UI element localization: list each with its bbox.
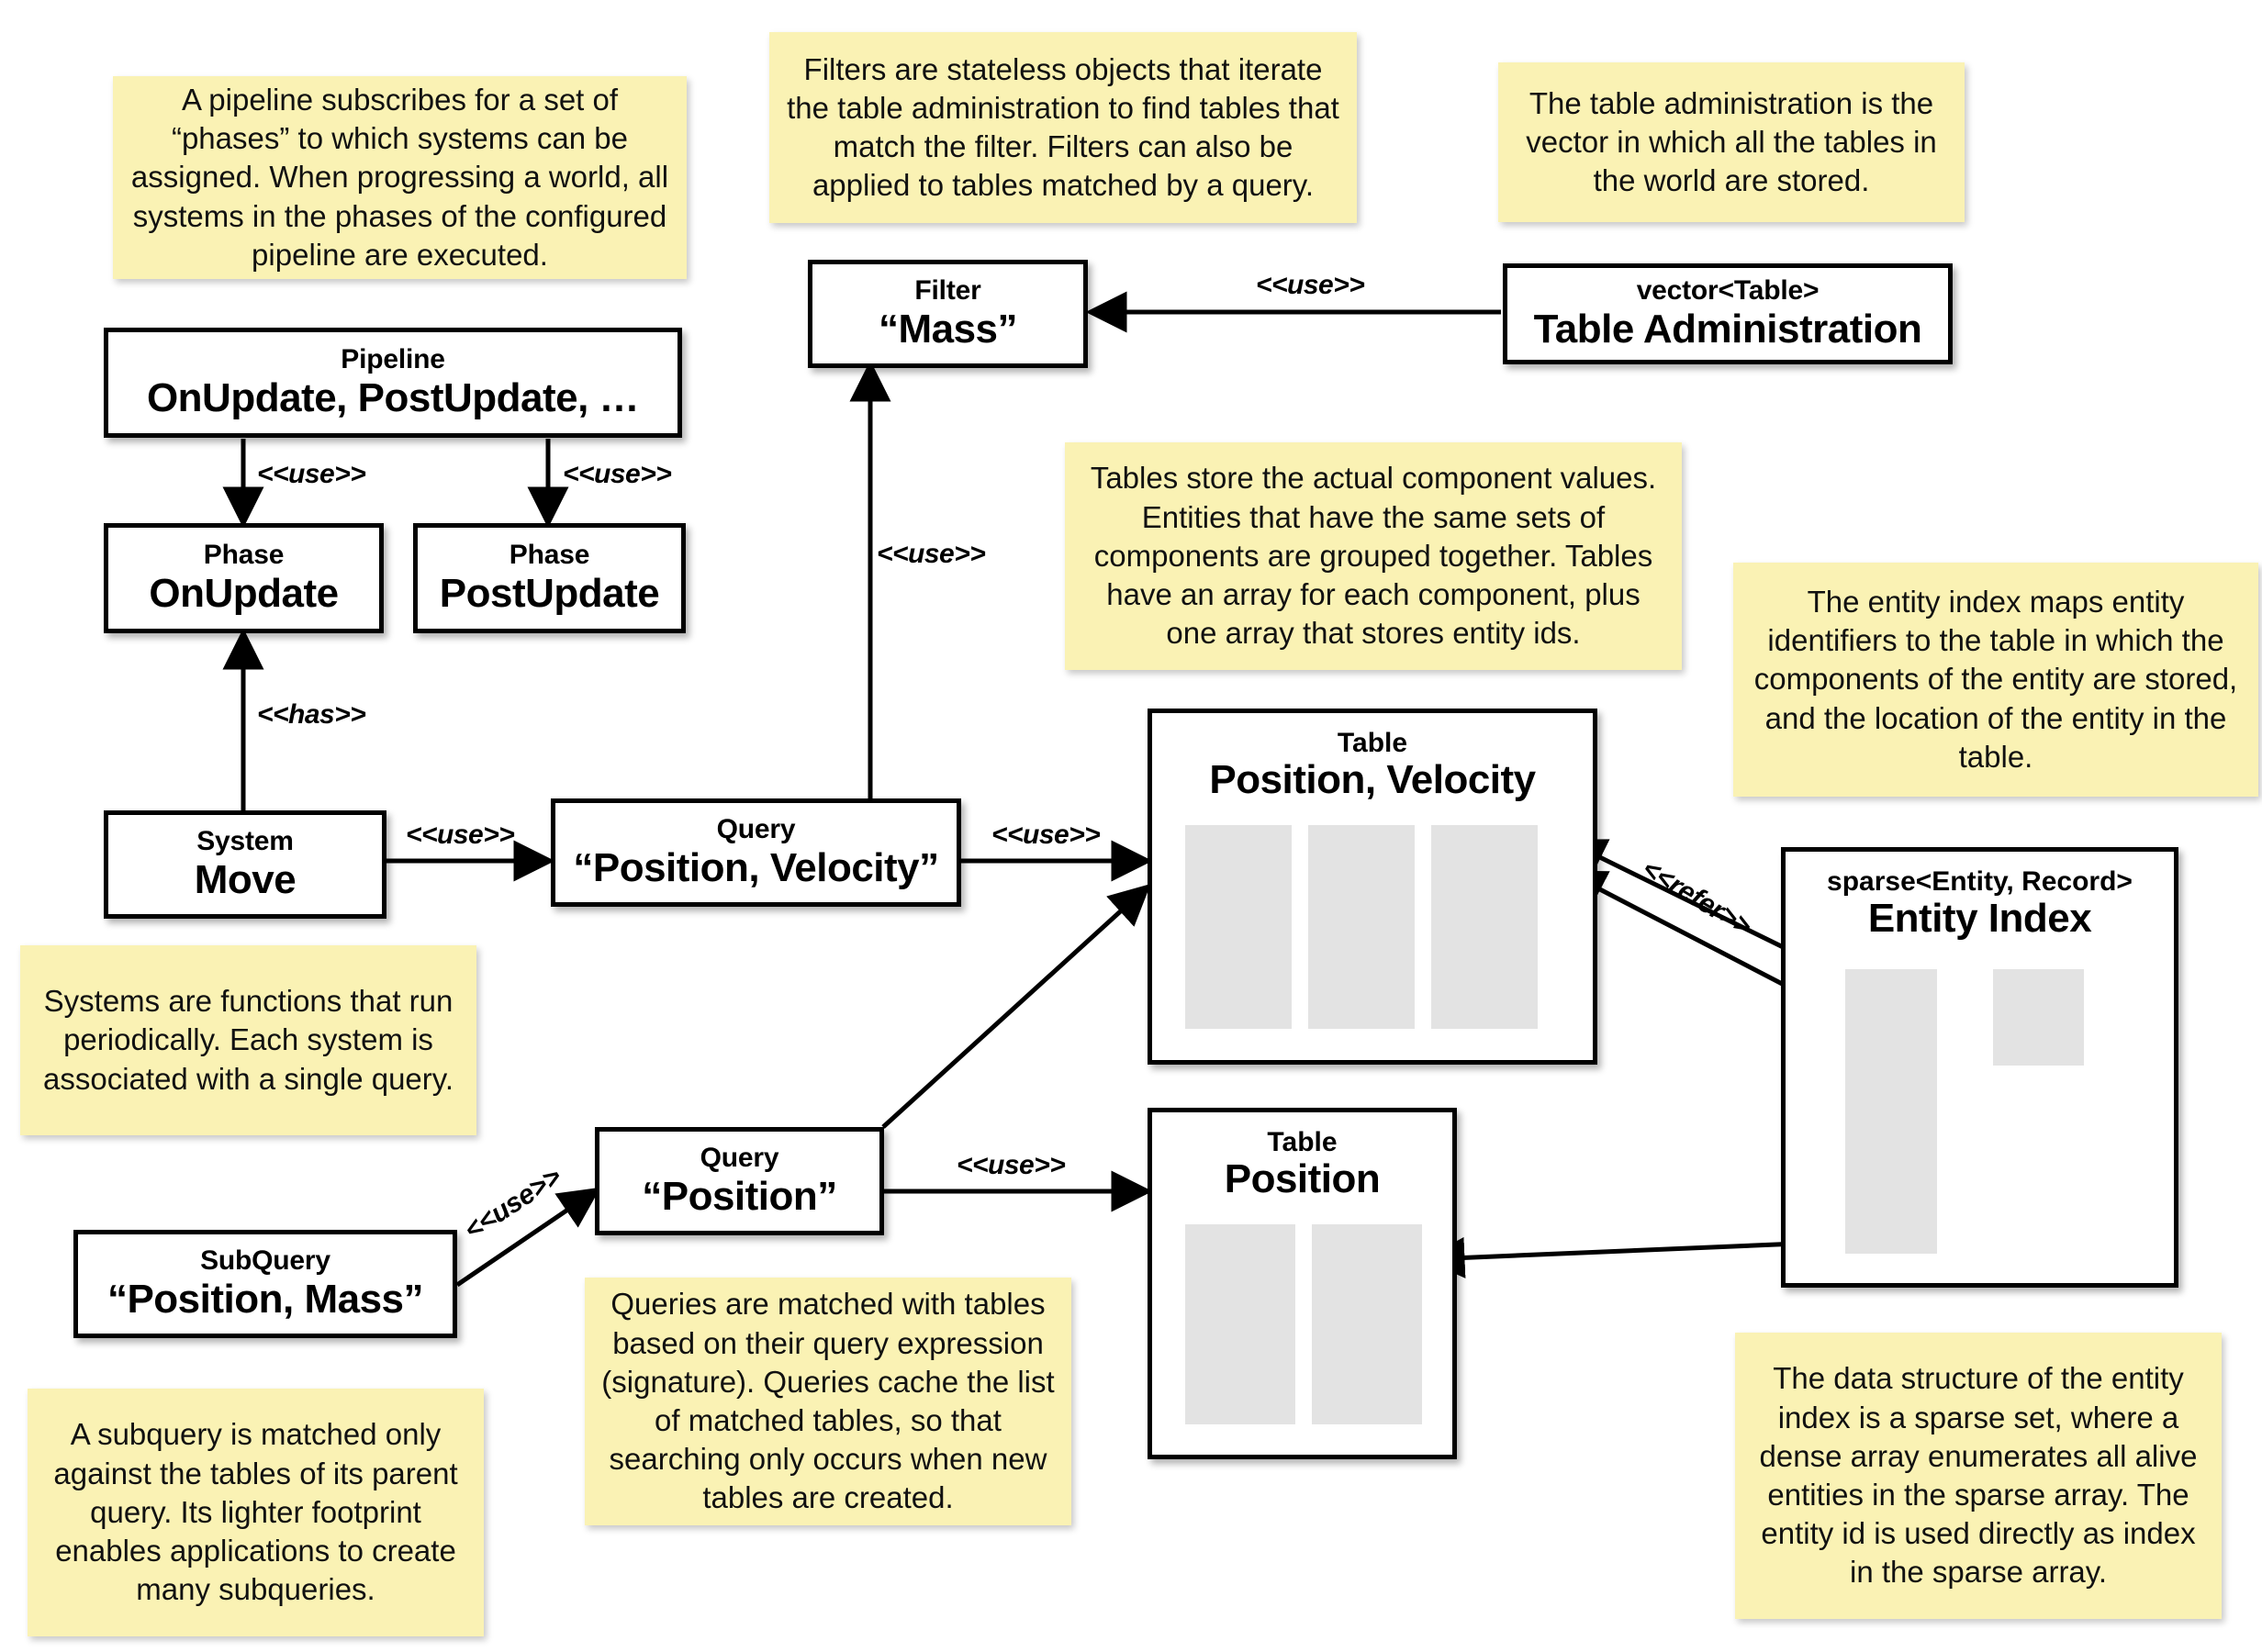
note-query-text: Queries are matched with tables based on… [601,1287,1055,1515]
table-position-velocity-header: Table Position, Velocity [1152,713,1593,802]
box-entity-index[interactable]: sparse<Entity, Record> Entity Index [1781,847,2178,1288]
box-entity-index-name: Entity Index [1867,896,2092,941]
box-table-administration-stereotype: vector<Table> [1636,275,1820,307]
box-table-administration-name: Table Administration [1533,307,1922,352]
edge-label-system-has-phase: <<has>> [257,699,366,730]
box-phase-postupdate-stereotype: Phase [509,540,590,571]
box-filter-mass[interactable]: Filter “Mass” [808,260,1088,368]
box-query-position-velocity-stereotype: Query [716,814,796,845]
table-position-columns [1185,1224,1426,1424]
box-table-administration[interactable]: vector<Table> Table Administration [1503,263,1953,364]
note-pipeline: A pipeline subscribes for a set of “phas… [113,76,687,279]
edge-label-query-pv-use-table: <<use>> [991,820,1101,850]
table-column-array [1431,825,1538,1029]
note-entity-index-text: The entity index maps entity identifiers… [1753,584,2238,774]
entity-index-header: sparse<Entity, Record> Entity Index [1786,852,2174,941]
box-subquery-position-mass[interactable]: SubQuery “Position, Mass” [73,1230,457,1338]
note-table-administration-text: The table administration is the vector i… [1526,85,1937,198]
table-column-array [1308,825,1415,1029]
table-column-array [1185,1224,1295,1424]
box-query-position[interactable]: Query “Position” [595,1127,884,1235]
edge-label-pipeline-phase-postupdate: <<use>> [563,459,672,489]
note-sparse-set: The data structure of the entity index i… [1735,1333,2222,1619]
box-system-move-name: Move [194,857,297,903]
table-position-header: Table Position [1152,1112,1452,1201]
edge-query-p-to-table-pv [881,883,1151,1129]
note-pipeline-text: A pipeline subscribes for a set of “phas… [130,82,669,272]
box-table-position[interactable]: Table Position [1148,1108,1457,1459]
entity-index-dense-array [1993,969,2084,1066]
note-table: Tables store the actual component values… [1065,442,1682,670]
note-system-text: Systems are functions that run periodica… [43,984,454,1096]
box-query-position-name: “Position” [642,1174,837,1220]
box-filter-mass-stereotype: Filter [914,275,981,307]
box-table-position-stereotype: Table [1267,1127,1338,1157]
box-phase-postupdate[interactable]: Phase PostUpdate [413,523,686,633]
box-table-position-name: Position [1224,1156,1381,1201]
note-query: Queries are matched with tables based on… [585,1278,1071,1525]
table-column-array [1185,825,1292,1029]
box-subquery-position-mass-stereotype: SubQuery [200,1245,330,1277]
note-system: Systems are functions that run periodica… [20,945,476,1135]
entity-index-sparse-array [1845,969,1937,1254]
note-table-administration: The table administration is the vector i… [1498,62,1965,222]
box-table-position-velocity-name: Position, Velocity [1209,757,1536,802]
edge-label-tableadmin-use-filter: <<use>> [1256,270,1365,300]
box-system-move[interactable]: System Move [104,810,386,919]
box-pipeline[interactable]: Pipeline OnUpdate, PostUpdate, … [104,328,682,438]
box-subquery-position-mass-name: “Position, Mass” [106,1277,424,1323]
box-filter-mass-name: “Mass” [878,307,1018,352]
note-subquery: A subquery is matched only against the t… [28,1389,484,1636]
note-filter-text: Filters are stateless objects that itera… [787,51,1339,203]
edge-label-query-p-use-table: <<use>> [957,1150,1066,1180]
box-query-position-velocity-name: “Position, Velocity” [573,845,939,891]
note-sparse-set-text: The data structure of the entity index i… [1759,1361,2198,1590]
box-pipeline-name: OnUpdate, PostUpdate, … [146,375,640,421]
note-entity-index: The entity index maps entity identifiers… [1733,563,2258,797]
box-table-position-velocity-stereotype: Table [1337,728,1408,758]
box-entity-index-stereotype: sparse<Entity, Record> [1827,866,2133,897]
note-subquery-text: A subquery is matched only against the t… [53,1417,458,1607]
edge-label-pipeline-phase-onupdate: <<use>> [257,459,366,489]
note-filter: Filters are stateless objects that itera… [769,32,1357,223]
box-phase-onupdate-name: OnUpdate [149,571,339,617]
box-table-position-velocity[interactable]: Table Position, Velocity [1148,709,1597,1065]
box-system-move-stereotype: System [196,826,294,857]
table-position-velocity-columns [1185,825,1569,1029]
box-pipeline-stereotype: Pipeline [341,344,445,375]
box-phase-postupdate-name: PostUpdate [439,571,660,617]
edge-label-subquery-use-query: <<use>> [459,1161,567,1246]
table-column-array [1312,1224,1422,1424]
note-table-text: Tables store the actual component values… [1090,461,1657,651]
box-query-position-velocity[interactable]: Query “Position, Velocity” [551,798,961,907]
box-query-position-stereotype: Query [700,1143,779,1174]
edge-label-entityindex-refer-table: <<refer>> [1637,854,1757,943]
box-phase-onupdate-stereotype: Phase [203,540,285,571]
box-phase-onupdate[interactable]: Phase OnUpdate [104,523,384,633]
edge-label-query-use-filter: <<use>> [877,539,986,569]
edge-label-system-use-query: <<use>> [406,820,515,850]
